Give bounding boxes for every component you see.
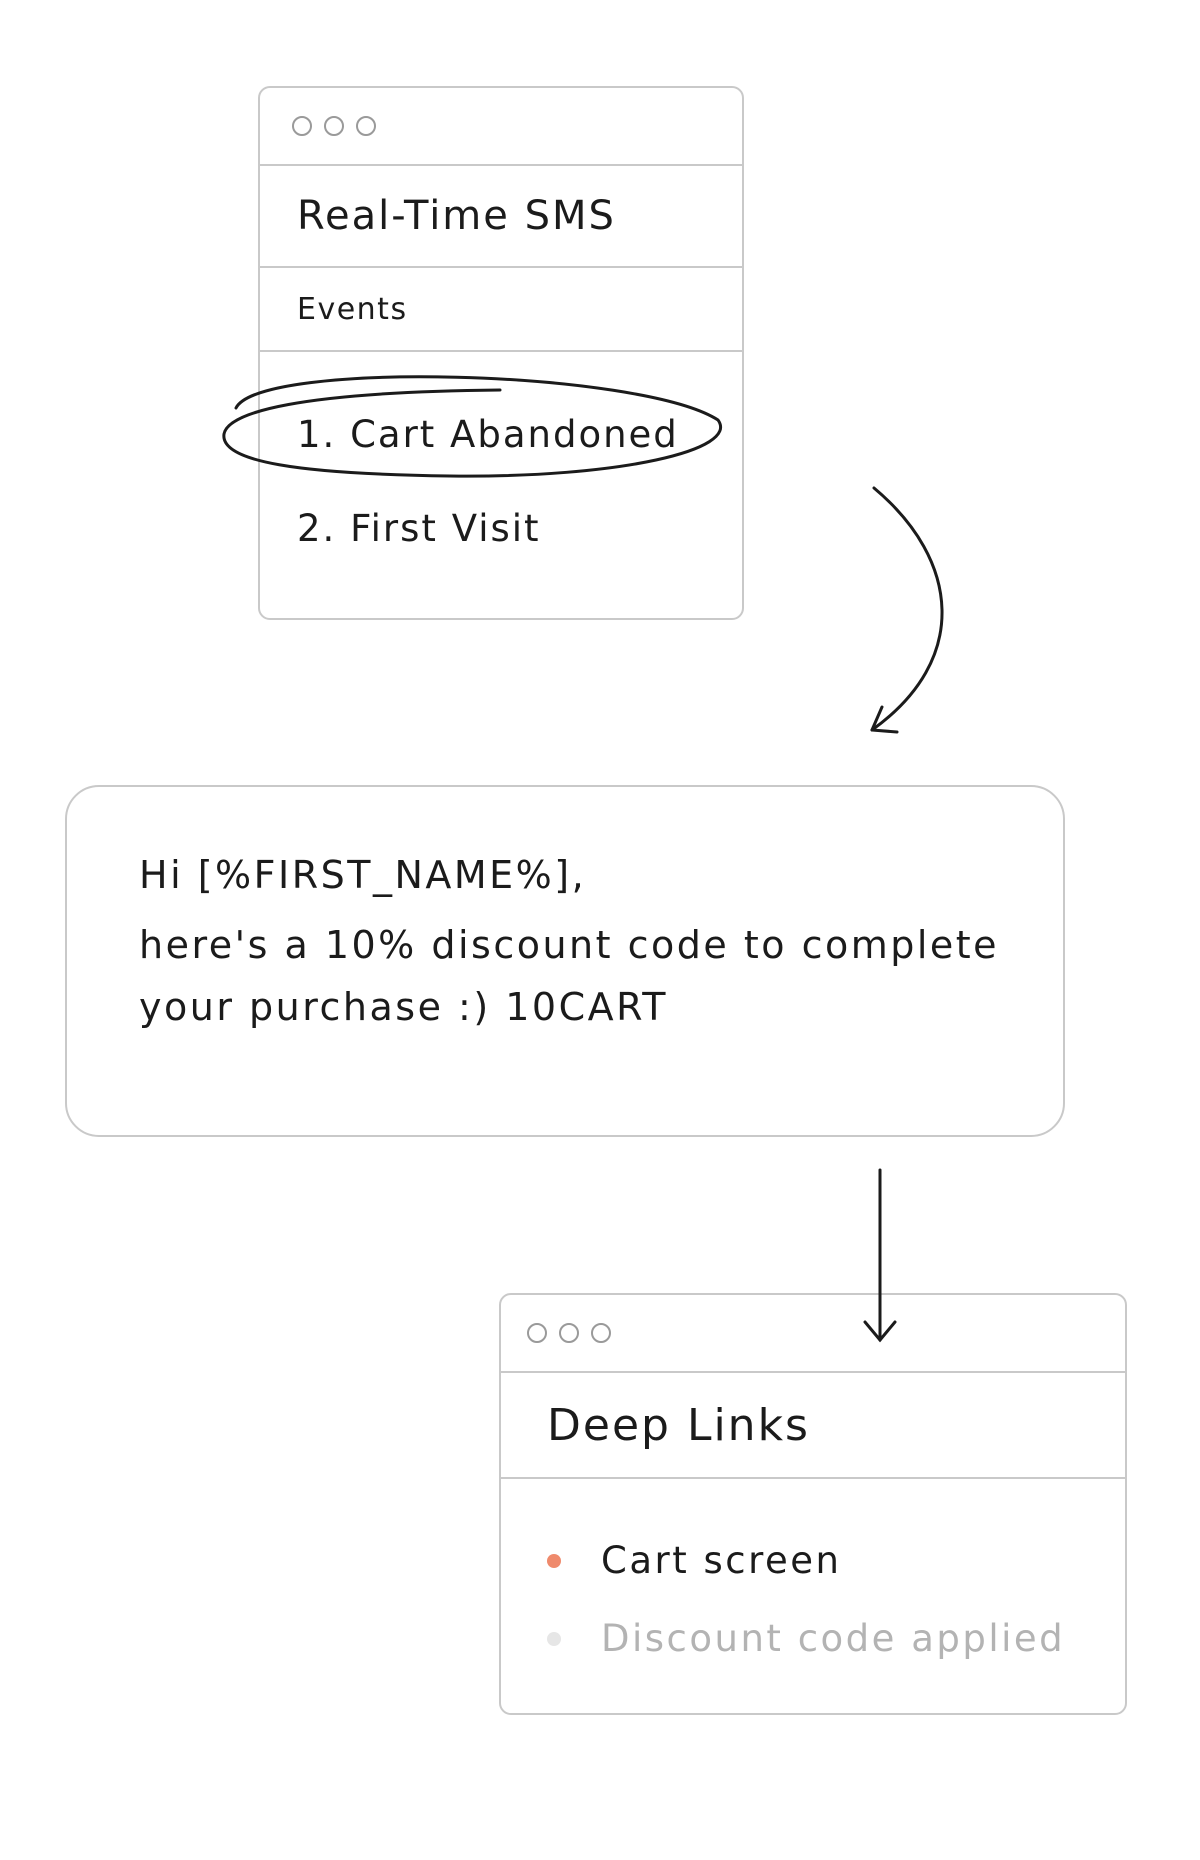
window-titlebar xyxy=(260,88,742,166)
deeplink-label: Discount code applied xyxy=(601,1617,1066,1660)
events-window: Real-Time SMS Events 1. Cart Abandoned 2… xyxy=(258,86,744,620)
window-control-icon[interactable] xyxy=(527,1323,547,1343)
deeplink-item-cart-screen[interactable]: Cart screen xyxy=(547,1539,842,1582)
deeplink-label: Cart screen xyxy=(601,1539,842,1582)
window-control-icon[interactable] xyxy=(324,116,344,136)
window-control-icon[interactable] xyxy=(591,1323,611,1343)
message-body-line: here's a 10% discount code to complete xyxy=(139,923,1000,967)
window-title: Real-Time SMS xyxy=(260,166,742,268)
window-control-icon[interactable] xyxy=(559,1323,579,1343)
deeplink-item-discount-applied[interactable]: Discount code applied xyxy=(547,1617,1065,1660)
message-greeting: Hi [%FIRST_NAME%], xyxy=(139,853,587,897)
sms-message-box: Hi [%FIRST_NAME%], here's a 10% discount… xyxy=(65,785,1065,1137)
window-titlebar xyxy=(501,1295,1125,1373)
event-item-cart-abandoned[interactable]: 1. Cart Abandoned xyxy=(297,413,679,456)
status-dot-icon xyxy=(547,1631,561,1646)
message-body-line: your purchase :) 10CART xyxy=(139,985,668,1029)
window-control-icon[interactable] xyxy=(356,116,376,136)
window-title: Deep Links xyxy=(501,1373,1125,1479)
event-item-first-visit[interactable]: 2. First Visit xyxy=(297,507,541,550)
window-control-icon[interactable] xyxy=(292,116,312,136)
curved-arrow-icon xyxy=(870,486,944,732)
status-dot-icon xyxy=(547,1553,561,1568)
arrow-head-icon xyxy=(870,705,899,734)
deeplinks-window: Deep Links Cart screen Discount code app… xyxy=(499,1293,1127,1715)
section-label: Events xyxy=(260,268,742,352)
